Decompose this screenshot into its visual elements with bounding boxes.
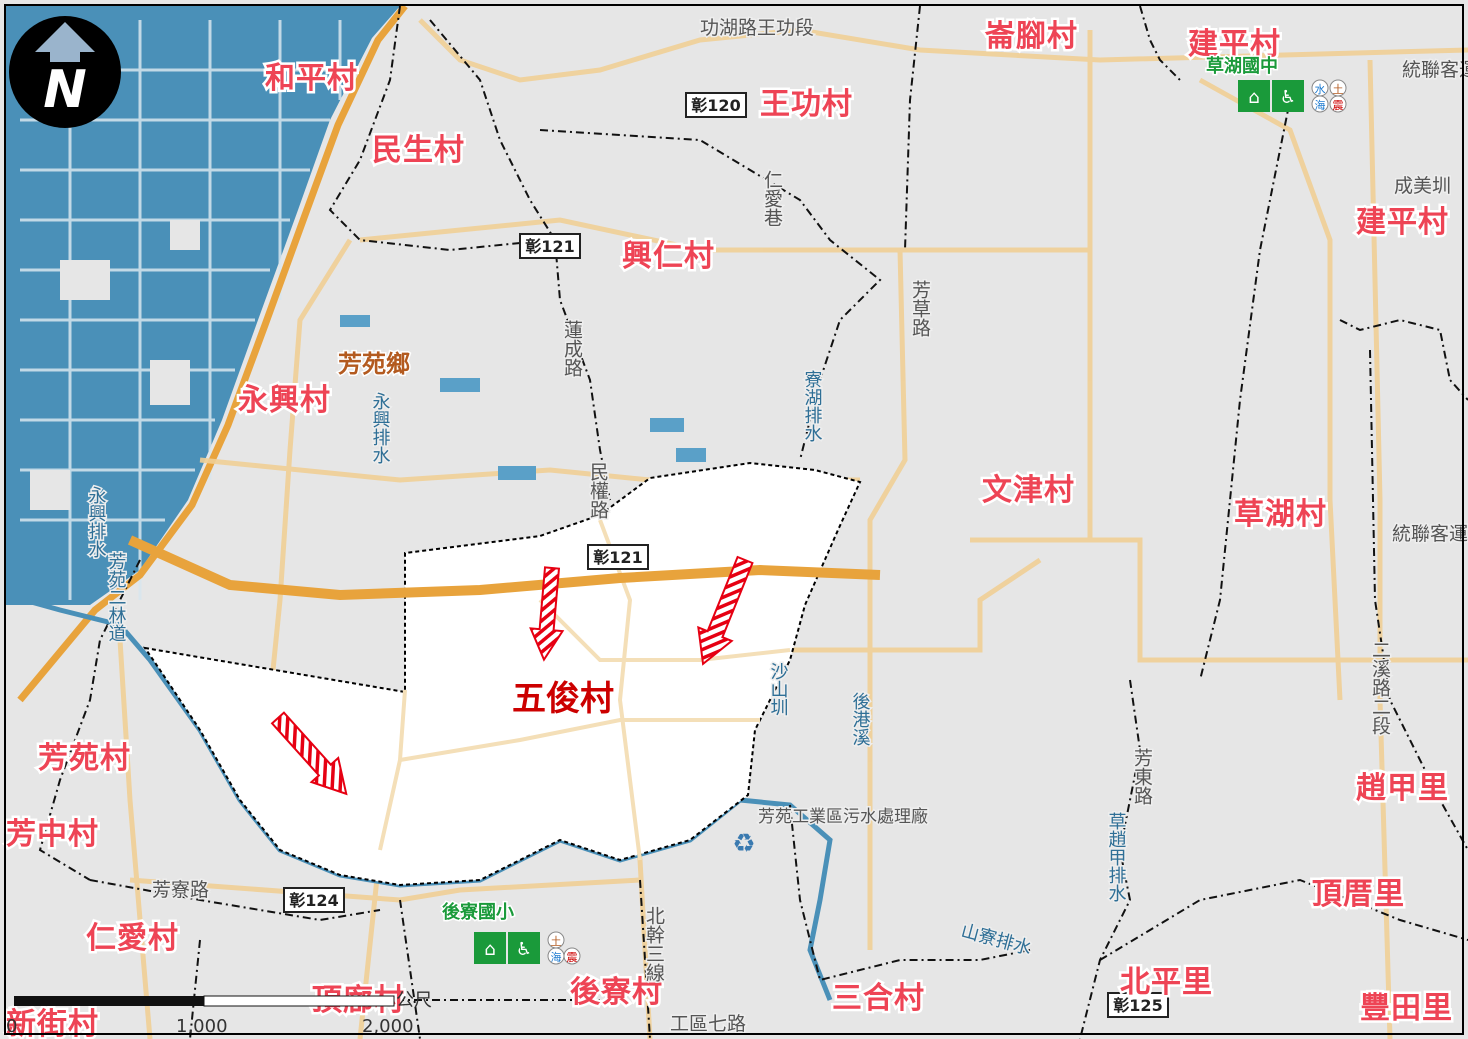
direction-arrows [270, 555, 754, 796]
school-label: 後寮國小 [442, 901, 514, 923]
road-label: 芳東路 [1131, 748, 1153, 805]
scale-unit: 公尺 [396, 990, 432, 1011]
main-highway [127, 535, 881, 601]
village-label: 芳苑村 [38, 741, 131, 776]
village-label: 草湖村 [1234, 497, 1327, 532]
shield-5: 彰125 [1107, 992, 1169, 1018]
shield-2: 彰121 [519, 233, 581, 259]
village-label: 三合村 [832, 981, 925, 1016]
road-label: 功湖路王功段 [700, 17, 814, 39]
school-marker-caohu: ⌂ ♿ 水 海 土 震 [1238, 79, 1347, 113]
scale-label: 1,000 [176, 1016, 228, 1037]
village-label: 後寮村 [570, 975, 663, 1010]
shield-label: 彰121 [593, 548, 642, 567]
hazard-soil-icon: 土 [1333, 83, 1344, 96]
village-labels: 和平村 民生村 王功村 崙腳村 建平村 建平村 興仁村 永興村 文津村 草湖村 … [4, 17, 1455, 1039]
north-arrow[interactable]: N [9, 16, 121, 128]
village-label: 和平村 [265, 61, 358, 96]
road-label: 蓮成路 [561, 320, 583, 377]
water-label: 永興排水 [370, 392, 391, 464]
north-label: N [43, 60, 87, 120]
village-label: 建平村 [1356, 205, 1449, 240]
road-label: 統聯客運 [1402, 59, 1468, 81]
hazard-sea-icon: 海 [1315, 98, 1326, 112]
village-label: 民生村 [372, 133, 465, 168]
village-label: 豐田里 [1360, 991, 1453, 1026]
water-label: 草趙甲排水 [1106, 812, 1127, 902]
village-label: 芳中村 [6, 817, 99, 852]
place-label: 芳苑工業區污水處理廠 [758, 806, 928, 827]
arrow-2 [697, 555, 754, 666]
road-label: 工區七路 [670, 1013, 746, 1035]
road-label: 成美圳 [1394, 175, 1451, 197]
village-label: 趙甲里 [1356, 771, 1449, 806]
recycle-icon: ♻ [732, 829, 755, 859]
svg-text:♻: ♻ [732, 829, 755, 859]
ponds [340, 315, 706, 480]
hazard-water-icon: 水 [1315, 83, 1326, 96]
water-label: 後港溪 [850, 692, 871, 746]
water-label: 沙山圳 [768, 662, 789, 716]
road-label: 二溪路二段 [1369, 640, 1391, 735]
village-label: 仁愛村 [86, 921, 179, 956]
village-label: 北平里 [1120, 965, 1213, 1000]
water-label: 芳苑二林道 [106, 552, 127, 642]
emergency-shelter-icon: ⌂ [484, 939, 495, 960]
road-labels: 功湖路王功段 成美圳 統聯客運 統聯客運 芳寮路 工區七路 芳苑工業區污水處理廠… [151, 16, 1468, 1037]
hazard-soil-icon: 土 [551, 935, 562, 948]
emergency-shelter-icon: ⌂ [1248, 87, 1259, 108]
road-label: 芳寮路 [152, 879, 209, 901]
scale-bar: 0 1,000 2,000 公尺 [6, 990, 432, 1037]
water-label: 永興排水 [86, 486, 107, 558]
shield-label: 彰121 [525, 237, 574, 256]
shield-3: 彰121 [587, 544, 649, 570]
road-label: 民權路 [587, 462, 609, 519]
village-label: 崙腳村 [984, 19, 1078, 54]
coastal-highway [17, 3, 408, 703]
shield-label: 彰125 [1113, 996, 1162, 1015]
vertical-labels: 芳草路 芳東路 仁愛巷 蓮成路 民權路 北幹三線 二溪路二段 永興排水 永興排水… [84, 168, 1393, 983]
shield-label: 彰120 [691, 96, 740, 115]
shield-1: 彰120 [685, 92, 747, 118]
school-label: 草湖國中 [1206, 55, 1278, 77]
scale-label: 2,000 [362, 1016, 414, 1037]
road-label: 統聯客運 [1392, 523, 1468, 545]
sea-area [6, 6, 400, 605]
arrow-1 [529, 566, 565, 662]
arrow-3 [270, 711, 348, 796]
person-icon: ♿ [516, 939, 532, 960]
road-label: 仁愛巷 [761, 170, 783, 227]
shield-4: 彰124 [283, 887, 345, 913]
map-frame [4, 4, 1464, 1035]
road-shields: 彰120 彰121 彰121 彰124 彰125 [283, 92, 1169, 1018]
scale-label: 0 [6, 1016, 17, 1037]
hazard-quake-icon: 震 [567, 951, 578, 964]
school-marker-houliao: ⌂ ♿ 土 海 震 [474, 931, 581, 965]
township-label: 芳苑鄉 [338, 350, 410, 378]
road-label: 芳草路 [909, 280, 931, 337]
shield-label: 彰124 [289, 891, 338, 910]
hazard-quake-icon: 震 [1333, 99, 1344, 112]
village-label: 永興村 [238, 383, 331, 418]
person-icon: ♿ [1280, 87, 1296, 108]
hazard-sea-icon: 海 [551, 950, 562, 964]
land-patches-in-sea [30, 220, 200, 510]
water-label: 寮湖排水 [802, 370, 823, 442]
focus-village-label: 五俊村 [512, 679, 614, 719]
village-label: 文津村 [982, 473, 1075, 508]
road-label: 北幹三線 [643, 906, 665, 982]
village-label: 建平村 [1188, 27, 1281, 62]
village-label: 頂厝里 [1312, 877, 1405, 912]
village-label: 王功村 [760, 87, 853, 122]
village-label: 興仁村 [622, 239, 715, 274]
